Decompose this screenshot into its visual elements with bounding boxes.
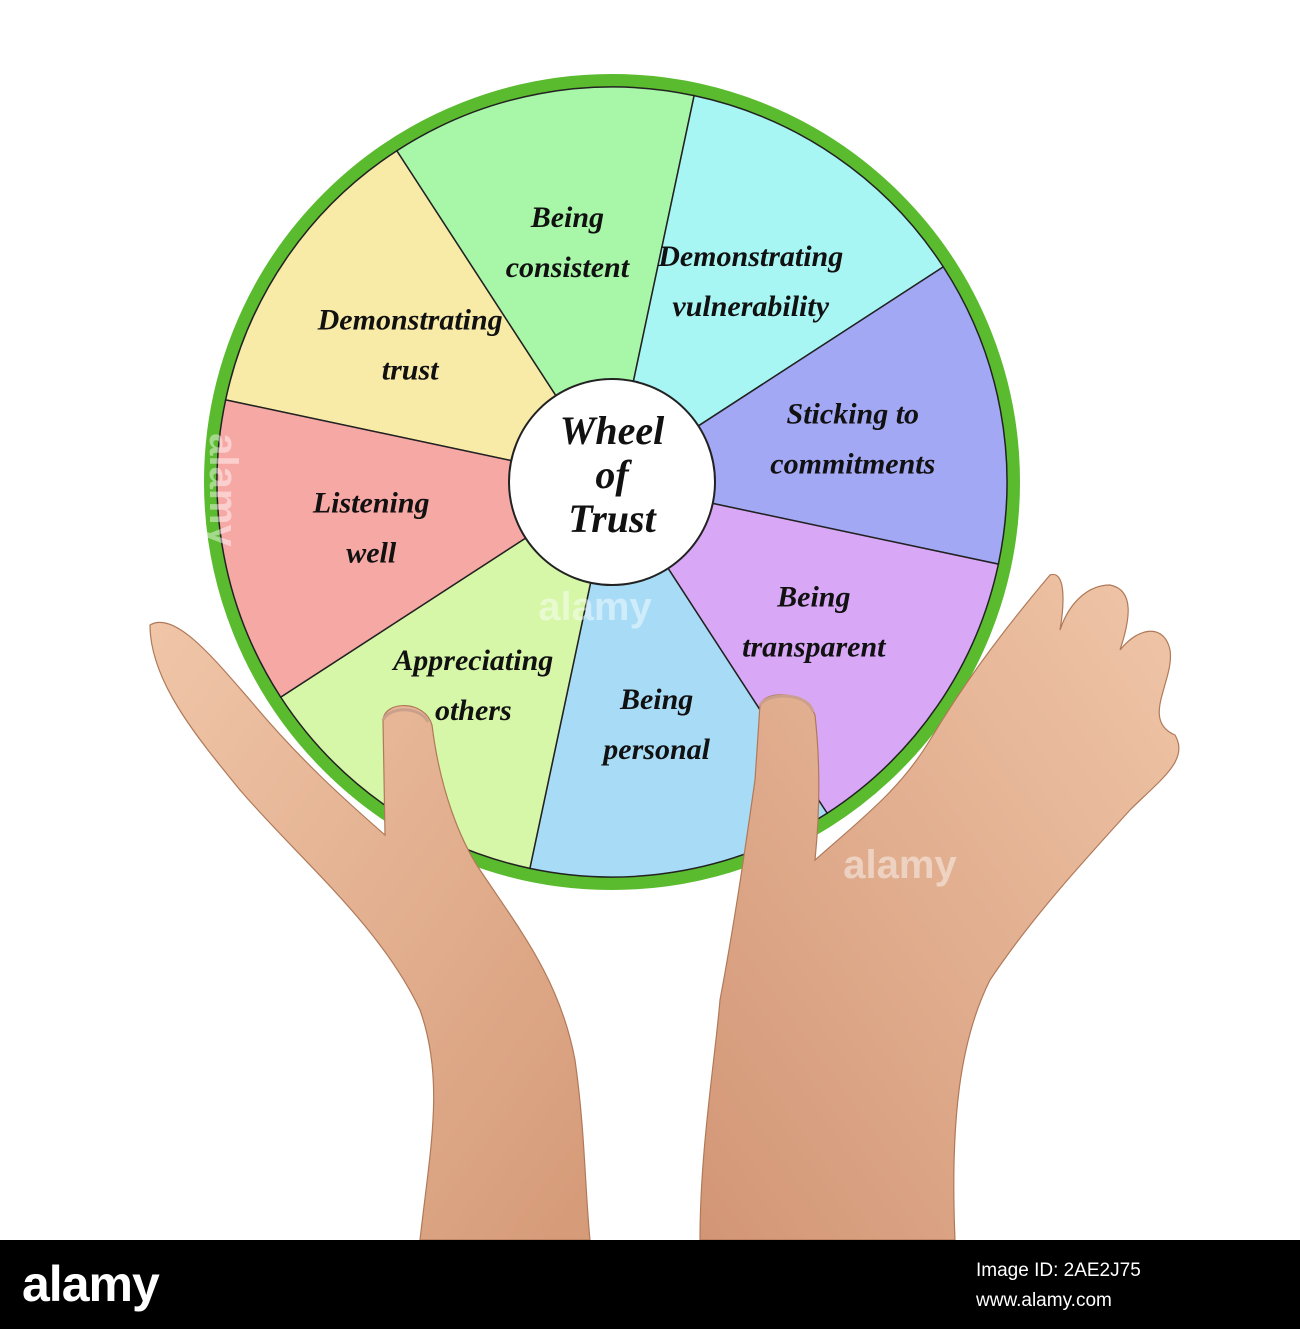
segment-label-line: Appreciating [391, 644, 553, 677]
wheel-segment-being-transparent [610, 480, 1000, 815]
segment-label-line: vulnerability [672, 290, 829, 323]
segment-label-line: trust [382, 353, 440, 386]
hub-title-line: Wheel [560, 408, 665, 453]
segment-label-line: Listening [312, 487, 430, 520]
right-thumbnail-icon [758, 694, 815, 713]
segment-label-being-personal: Being personal [600, 683, 710, 766]
segment-label-line: others [435, 694, 512, 727]
watermark-text: alamy [1236, 433, 1280, 547]
segment-label-line: personal [600, 733, 710, 766]
wheel-segment-demonstrating-trust [224, 149, 614, 484]
wheel-rim [204, 74, 1020, 890]
watermark-text: alamy [201, 433, 245, 547]
stock-footer-bar: alamy Image ID: 2AE2J75 www.alamy.com [0, 1240, 1300, 1329]
segment-label-line: Demonstrating [317, 303, 503, 336]
segment-label-demonstrating-vulnerability: Demonstrating vulnerability [657, 240, 843, 323]
segment-label-line: Being [776, 581, 850, 614]
wheel-segment-demonstrating-vulnerability [610, 94, 945, 484]
segment-label-line: well [346, 537, 397, 570]
segment-label-being-consistent: Being consistent [506, 201, 631, 284]
footer-url: www.alamy.com [976, 1290, 1112, 1311]
footer-brand-logo: alamy [22, 1256, 160, 1312]
segment-label-line: Sticking to [787, 397, 920, 430]
watermark-layer: alamy alamy alamy alamy [201, 433, 1280, 887]
hub-title-line: of [595, 452, 632, 497]
hub-circle [508, 378, 716, 586]
segment-label-appreciating-others: Appreciating others [391, 644, 553, 727]
segment-label-line: commitments [770, 447, 935, 480]
left-hand-illustration [149, 621, 591, 1240]
segment-label-line: Being [619, 683, 693, 716]
right-hand-illustration [699, 573, 1180, 1240]
segment-label-line: transparent [742, 631, 887, 664]
footer-meta: Image ID: 2AE2J75 www.alamy.com [976, 1256, 1276, 1316]
segment-label-being-transparent: Being transparent [742, 581, 887, 664]
segment-label-demonstrating-trust: Demonstrating trust [317, 303, 503, 386]
watermark-text: alamy [843, 843, 957, 887]
segment-label-line: Being [530, 201, 604, 234]
hub-title-line: Trust [568, 496, 657, 541]
segment-label-sticking-to-commitments: Sticking to commitments [770, 397, 935, 480]
segment-label-line: consistent [506, 251, 631, 284]
footer-image-id: Image ID: 2AE2J75 [976, 1260, 1141, 1281]
segment-label-line: Demonstrating [657, 240, 843, 273]
left-thumbnail-icon [381, 708, 430, 723]
segment-label-listening-well: Listening well [312, 487, 430, 570]
watermark-text: alamy [538, 585, 652, 629]
hands-illustration [149, 573, 1180, 1240]
